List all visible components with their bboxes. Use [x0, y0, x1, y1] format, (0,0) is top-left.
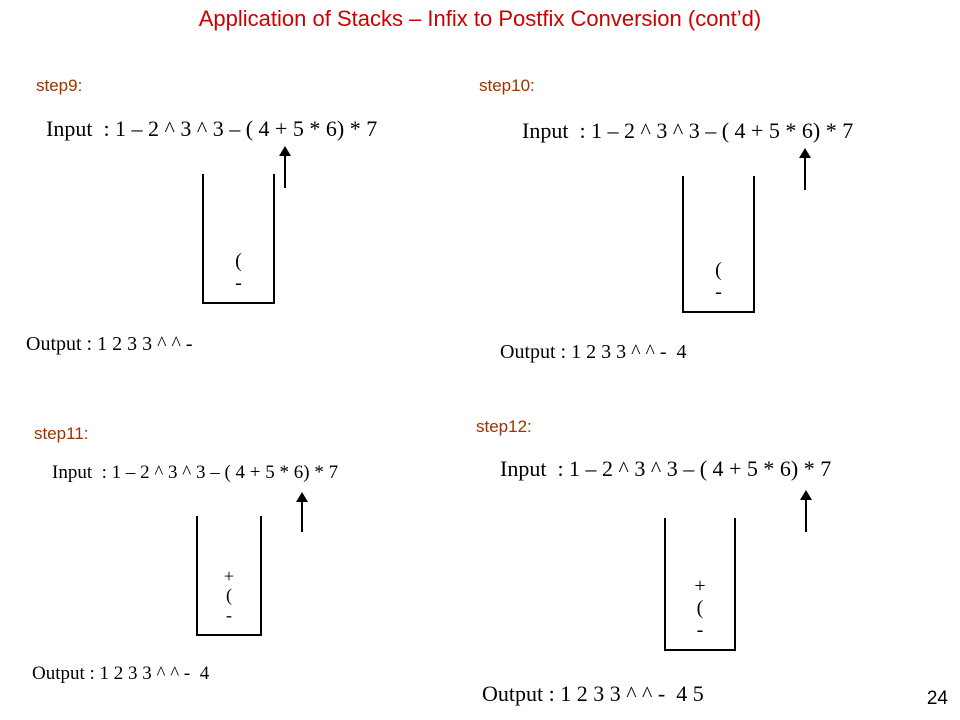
input-expression: Input : 1 – 2 ^ 3 ^ 3 – ( 4 + 5 * 6) * 7 — [46, 116, 378, 141]
step-label: step11: — [34, 424, 89, 443]
step-label: step10: — [479, 76, 535, 95]
output-expression: Output : 1 2 3 3 ^ ^ - 4 5 — [482, 681, 704, 706]
operator-stack: + ( - — [664, 518, 736, 651]
input-expression: Input : 1 – 2 ^ 3 ^ 3 – ( 4 + 5 * 6) * 7 — [500, 456, 832, 481]
slide-title: Application of Stacks – Infix to Postfix… — [198, 6, 762, 31]
scan-pointer-arrow-icon — [279, 146, 291, 188]
operator-stack: ( - — [682, 176, 755, 313]
step-label: step9: — [36, 76, 83, 95]
output-expression: Output : 1 2 3 3 ^ ^ - — [26, 333, 193, 355]
operator-stack: + ( - — [196, 516, 262, 636]
page-number: 24 — [926, 688, 948, 709]
stack-item: - — [696, 619, 704, 641]
stack-item: - — [226, 605, 232, 626]
output-expression: Output : 1 2 3 3 ^ ^ - 4 — [500, 341, 687, 363]
stack-item: ( — [235, 250, 242, 272]
scan-pointer-arrow-icon — [799, 148, 811, 190]
input-expression: Input : 1 – 2 ^ 3 ^ 3 – ( 4 + 5 * 6) * 7 — [522, 118, 854, 143]
stack-item: ( — [226, 585, 232, 606]
operator-stack: ( - — [202, 174, 275, 304]
step-label: step12: — [476, 417, 532, 436]
input-expression: Input : 1 – 2 ^ 3 ^ 3 – ( 4 + 5 * 6) * 7 — [52, 462, 339, 483]
stack-item: - — [715, 281, 722, 303]
stack-item: - — [235, 272, 242, 294]
stack-item: + — [223, 565, 235, 586]
stack-item: ( — [715, 259, 722, 281]
stack-item: + — [694, 575, 706, 597]
scan-pointer-arrow-icon — [296, 492, 308, 532]
output-expression: Output : 1 2 3 3 ^ ^ - 4 — [32, 663, 210, 684]
scan-pointer-arrow-icon — [800, 490, 812, 532]
stack-item: ( — [696, 597, 704, 619]
